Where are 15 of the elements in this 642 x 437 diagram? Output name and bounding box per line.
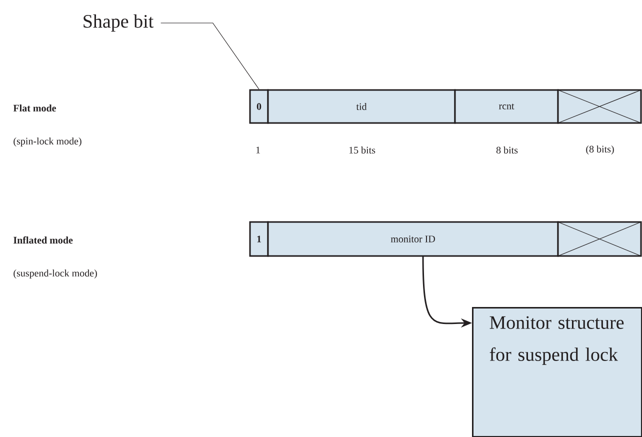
label-text: (suspend-lock mode)	[14, 269, 97, 279]
label-text: Flat mode	[13, 104, 56, 112]
field-cell: rcnt	[454, 89, 559, 124]
crossed-cell	[557, 221, 642, 257]
bit-cell: 0	[249, 89, 269, 124]
structure-box: Monitor structure for suspend lock	[472, 307, 642, 437]
label-text: Inflated mode	[14, 236, 73, 244]
label-text: (spin-lock mode)	[14, 137, 82, 147]
label-text: (8 bits)	[586, 145, 614, 155]
label-text: 8 bits	[496, 146, 518, 154]
crossed-cell	[557, 89, 642, 124]
label-text: Shape bit	[84, 14, 154, 32]
label-text: 15 bits	[349, 146, 376, 154]
bit-cell: 1	[249, 221, 269, 257]
label-text: 1	[256, 146, 260, 154]
